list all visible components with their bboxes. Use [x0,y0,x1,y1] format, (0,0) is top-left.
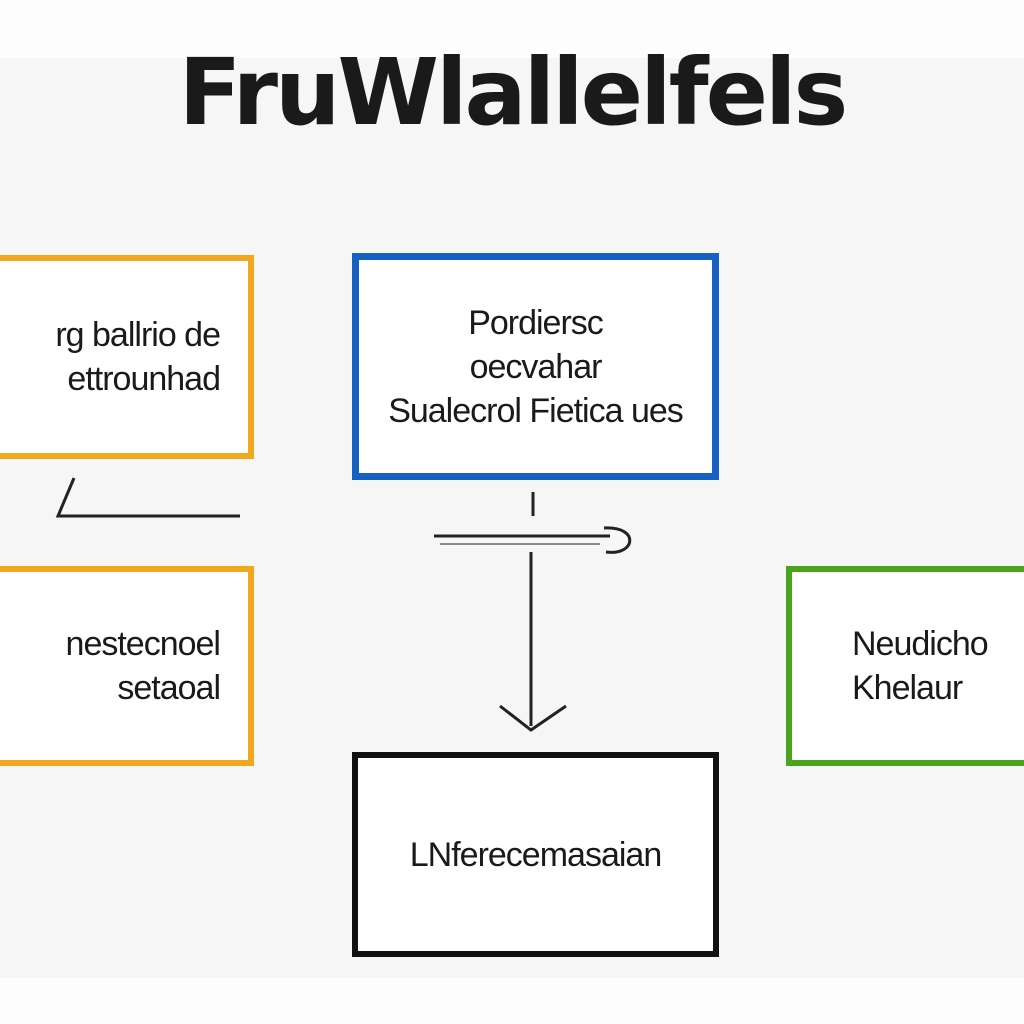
box-center: Pordiersc oecvahar Sualecrol Fietica ues [352,253,719,480]
box-center-line-1: Pordiersc [468,303,604,342]
box-right-line-1: Neudicho [852,625,989,663]
diagram-title: FruWlallelfels [178,39,849,146]
box-right: Neudicho Khelaur [786,566,1024,766]
box-bottom-left-line-1: nestecnoel [65,625,221,663]
box-bottom-line-1: LNferecemasaian [409,835,662,874]
left-connector [55,477,240,518]
box-top-left: rg ballrio de ettrounhad [0,255,254,459]
box-right-line-2: Khelaur [852,669,963,707]
box-top-left-line-1: rg ballrio de [55,316,221,354]
down-arrow-head [499,704,567,732]
box-bottom-left-line-2: setaoal [117,669,221,707]
box-center-line-3: Sualecrol Fietica ues [388,391,684,430]
hook-connector [603,526,632,554]
box-top-left-line-2: ettrounhad [67,360,221,398]
box-bottom: LNferecemasaian [352,752,719,957]
box-bottom-left: nestecnoel setaoal [0,566,254,766]
box-center-line-2: oecvahar [469,347,603,386]
